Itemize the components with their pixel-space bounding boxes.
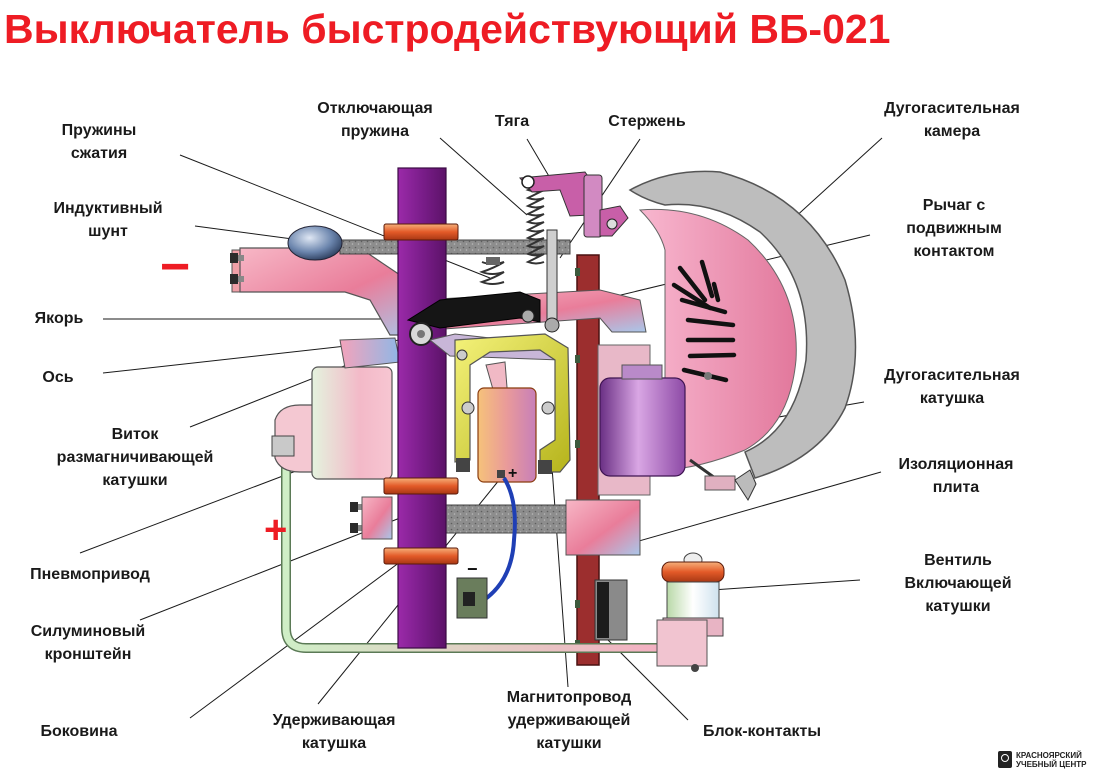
arc-coil	[597, 344, 686, 496]
leader-silumin-bracket	[139, 517, 401, 621]
plus-sign: +	[264, 508, 287, 552]
inductive-shunt	[287, 225, 343, 261]
label-axis: Ось	[42, 369, 74, 386]
label-insulation-plate: Изоляционная плита	[898, 456, 1014, 496]
compression-spring	[479, 257, 505, 285]
label-trip-spring: Отключающая пружина	[317, 100, 433, 140]
pneumatic-drive	[271, 366, 393, 480]
page-title: Выключатель быстродействующий ВБ-021	[4, 6, 891, 52]
label-compression-springs: Пружины сжатия	[61, 122, 137, 162]
logo-icon	[998, 751, 1012, 768]
coil-terminal-block	[456, 577, 488, 619]
lower-busbar	[361, 496, 641, 556]
stem	[546, 229, 558, 327]
armature	[406, 291, 541, 329]
leader-rod	[526, 138, 551, 179]
label-demagnetizing-turn: Виток размагничивающей катушки	[56, 426, 214, 489]
label-silumin-bracket: Силуминовый кронштейн	[30, 623, 146, 663]
training-center-logo: КРАСНОЯРСКИЙ УЧЕБНЫЙ ЦЕНТР	[998, 751, 1094, 769]
label-pneumatic-drive: Пневмопривод	[30, 566, 150, 583]
label-block-contacts: Блок-контакты	[702, 723, 822, 740]
terminal-bolts-top	[230, 253, 244, 284]
label-lever-contact: Рычаг с подвижным контактом	[906, 197, 1002, 260]
leader-valve	[711, 579, 861, 591]
coil-wire	[482, 476, 517, 602]
logo-text: КРАСНОЯРСКИЙ УЧЕБНЫЙ ЦЕНТР	[1016, 751, 1087, 769]
leader-trip-spring	[439, 137, 528, 216]
coil-terminal-minus: −	[467, 559, 478, 579]
trip-spring	[525, 181, 545, 265]
label-arc-coil: Дугогасительная катушка	[884, 367, 1020, 407]
magnetic-post	[397, 167, 447, 649]
leader-block-contacts	[607, 639, 689, 721]
coil-terminal-plus: +	[508, 465, 517, 482]
minus-sign: −	[160, 238, 190, 296]
chamber-clamp	[689, 372, 757, 502]
post-rings	[383, 223, 459, 565]
label-arc-chamber: Дугогасительная камера	[884, 100, 1020, 140]
label-stem: Стержень	[608, 113, 686, 130]
valve	[656, 552, 725, 672]
terminal-bolts-bottom	[350, 502, 364, 533]
label-sidewall: Боковина	[40, 723, 118, 740]
label-holding-coil: Удерживающая катушка	[272, 712, 396, 752]
label-armature: Якорь	[34, 310, 84, 327]
arc-grid-plates	[671, 259, 737, 383]
label-rod: Тяга	[494, 113, 530, 130]
holding-coil	[477, 387, 537, 483]
label-magnetic-core: Магнитопровод удерживающей катушки	[506, 689, 632, 752]
leader-lines	[79, 137, 883, 721]
label-inductive-shunt: Индуктивный шунт	[53, 200, 163, 240]
label-valve: Вентиль Включающей катушки	[904, 552, 1012, 615]
leader-inductive-shunt	[194, 225, 301, 241]
